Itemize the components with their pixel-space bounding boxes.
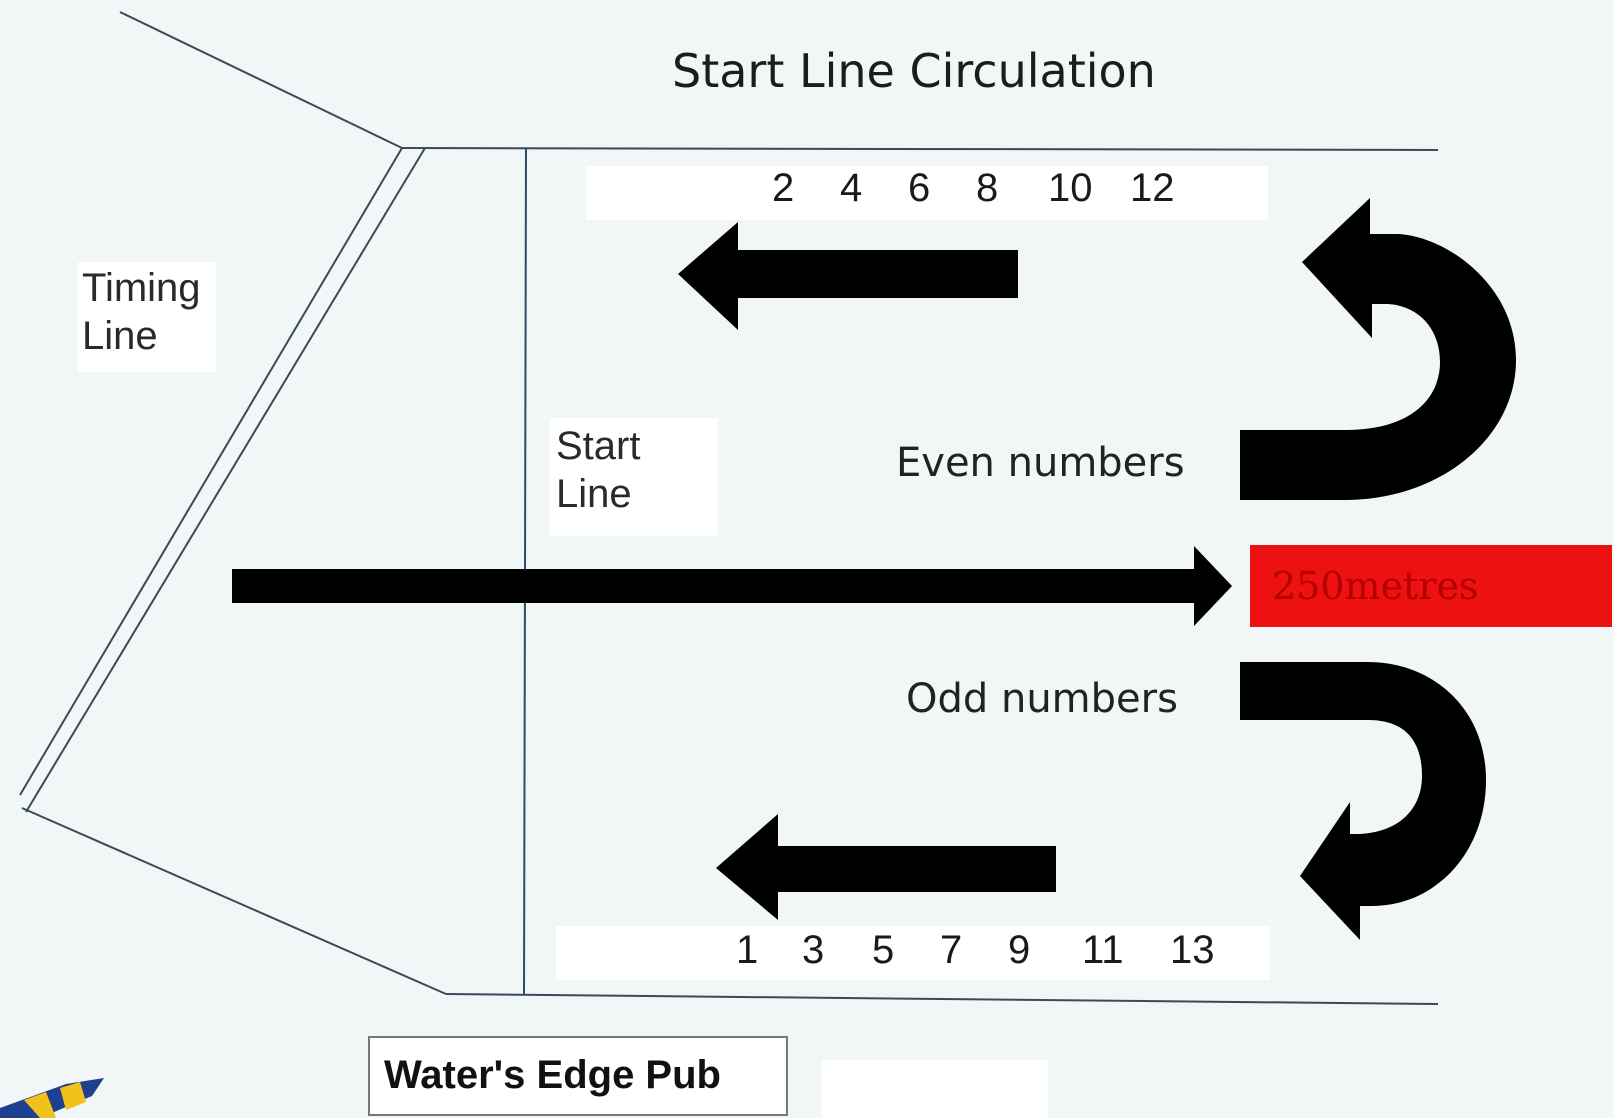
odd-uturn-arrow — [1240, 662, 1486, 940]
bottom-boundary-line — [445, 993, 1439, 1005]
even-uturn-arrow — [1240, 198, 1516, 500]
timing-line-label-1: Timing — [82, 266, 201, 310]
timing-label-bg — [78, 262, 216, 372]
timing-line-label: Timing Line — [82, 264, 201, 360]
even-number: 10 — [1048, 166, 1093, 210]
start-line-label-2: Line — [556, 472, 632, 516]
even-number: 4 — [840, 166, 863, 210]
start-line-label-1: Start — [556, 424, 641, 468]
venue-label: Water's Edge Pub — [368, 1036, 788, 1116]
start-label-bg — [550, 418, 718, 536]
odd-numbers-label: Odd numbers — [906, 676, 1178, 722]
even-number: 12 — [1130, 166, 1175, 210]
diagram-title: Start Line Circulation — [672, 44, 1156, 98]
start-line-label: Start Line — [556, 422, 640, 518]
blank-box — [822, 1060, 1048, 1118]
timing-line-b — [25, 147, 426, 813]
odd-number: 3 — [802, 928, 825, 972]
bottom-left-arrow — [716, 814, 1056, 920]
distance-badge: 250metres — [1250, 545, 1612, 627]
odd-number: 5 — [872, 928, 895, 972]
top-boundary-line — [401, 147, 1439, 151]
even-numbers-box — [586, 166, 1268, 220]
even-number: 2 — [772, 166, 795, 210]
even-number: 6 — [908, 166, 931, 210]
upper-left-boundary-line — [119, 11, 403, 149]
timing-line-label-2: Line — [82, 314, 158, 358]
even-numbers-label: Even numbers — [896, 440, 1185, 486]
top-left-arrow — [678, 222, 1018, 330]
timing-line-a — [19, 147, 403, 796]
odd-number: 9 — [1008, 928, 1031, 972]
odd-numbers-box — [556, 926, 1270, 980]
even-number: 8 — [976, 166, 999, 210]
club-logo-icon — [0, 1078, 104, 1118]
odd-number: 1 — [736, 928, 759, 972]
odd-number: 13 — [1170, 928, 1215, 972]
odd-number: 11 — [1082, 928, 1124, 972]
lower-left-boundary-line — [21, 807, 447, 995]
main-right-arrow — [232, 546, 1232, 626]
odd-number: 7 — [940, 928, 963, 972]
